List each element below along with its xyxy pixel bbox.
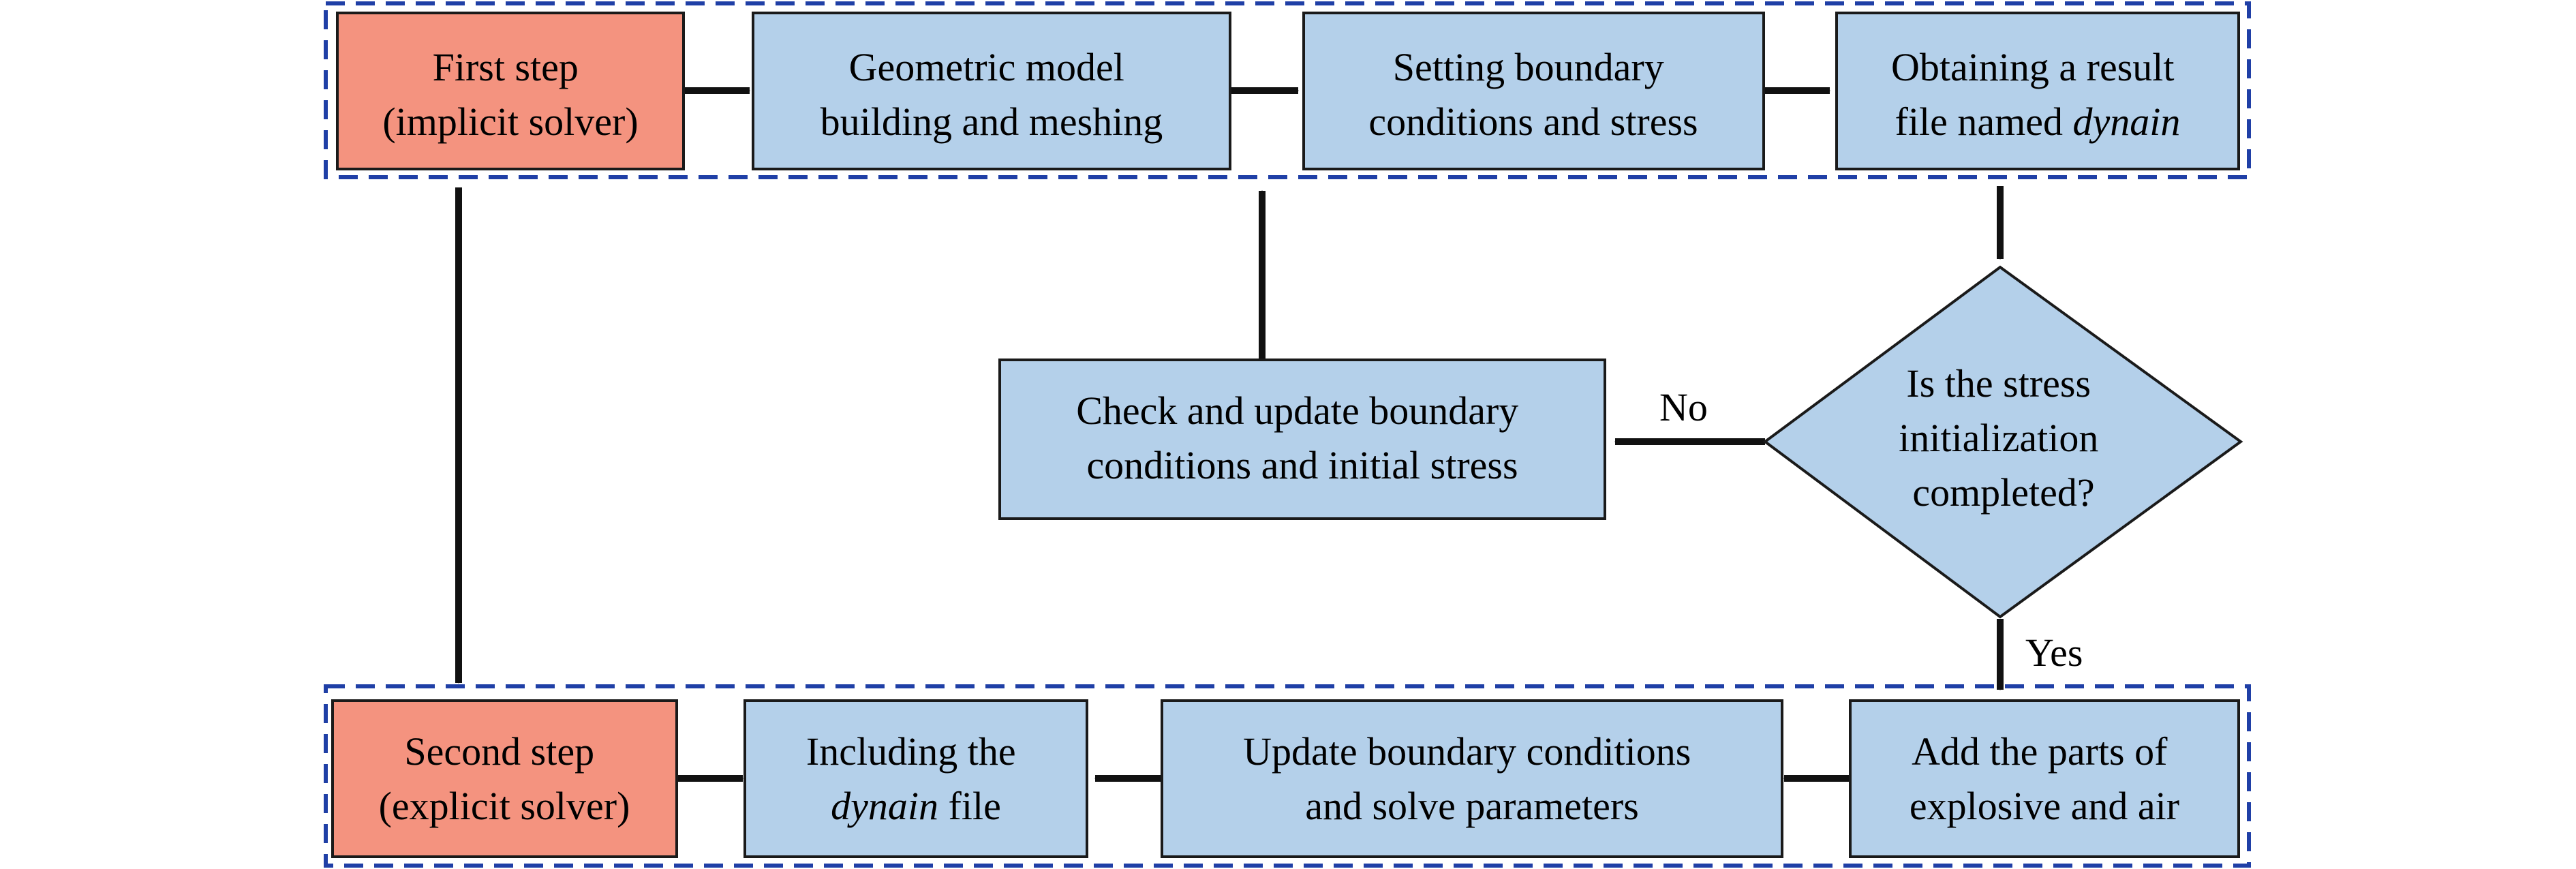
node-check-update: Check and update boundary conditions and…	[998, 359, 1606, 520]
second-step-line2: (explicit solver)	[379, 784, 630, 828]
second-step-text: Second step (explicit solver)	[379, 729, 630, 828]
including-dynain-box	[743, 699, 1088, 858]
node-add-parts: Add the parts of explosive and air	[1849, 699, 2240, 858]
obtaining-result-box	[1835, 12, 2240, 170]
add-parts-text: Add the parts of explosive and air	[1910, 729, 2179, 828]
decision-line3: completed?	[1912, 470, 2094, 515]
first-step-group-border	[324, 1, 2251, 179]
first-step-line2: (implicit solver)	[382, 100, 638, 144]
add-parts-line1: Add the parts of	[1912, 729, 2168, 774]
node-update-boundary: Update boundary conditions and solve par…	[1161, 699, 1783, 858]
decision-diamond	[1762, 265, 2243, 619]
first-step-box	[336, 12, 685, 170]
including-dynain-line2: dynain file	[831, 784, 1001, 828]
including-dynain-text: Including the dynain file	[806, 729, 1026, 828]
node-geometric-model: Geometric model building and meshing	[752, 12, 1231, 170]
geometric-model-text: Geometric model building and meshing	[821, 45, 1163, 144]
setting-boundary-box	[1302, 12, 1765, 170]
add-parts-line2: explosive and air	[1910, 784, 2179, 828]
decision-line2: initialization	[1899, 416, 2098, 460]
node-decision: Is the stress initialization completed?	[1762, 265, 2243, 619]
check-update-box	[998, 359, 1606, 520]
check-update-line2: conditions and initial stress	[1086, 443, 1518, 487]
geometric-model-box	[752, 12, 1231, 170]
update-boundary-line2: and solve parameters	[1305, 784, 1639, 828]
obtaining-result-line2: file named dynain	[1895, 100, 2181, 144]
node-first-step: First step (implicit solver)	[336, 12, 685, 170]
setting-boundary-text: Setting boundary conditions and stress	[1368, 45, 1698, 144]
geometric-model-line1: Geometric model	[849, 45, 1124, 89]
first-step-text: First step (implicit solver)	[382, 45, 638, 144]
node-second-step: Second step (explicit solver)	[331, 699, 678, 858]
check-update-line1: Check and update boundary	[1076, 388, 1518, 433]
setting-boundary-line2: conditions and stress	[1368, 100, 1698, 144]
check-update-text: Check and update boundary conditions and…	[1076, 388, 1529, 487]
decision-line1: Is the stress	[1906, 361, 2091, 406]
geometric-model-line2: building and meshing	[821, 100, 1163, 144]
update-boundary-box	[1161, 699, 1783, 858]
edges	[455, 87, 2004, 782]
setting-boundary-line1: Setting boundary	[1393, 45, 1664, 89]
node-including-dynain: Including the dynain file	[743, 699, 1088, 858]
obtaining-result-line1: Obtaining a result	[1891, 45, 2175, 89]
node-setting-boundary: Setting boundary conditions and stress	[1302, 12, 1765, 170]
second-step-line1: Second step	[404, 729, 594, 774]
update-boundary-line1: Update boundary conditions	[1243, 729, 1691, 774]
obtaining-result-line2-prefix: file named	[1895, 100, 2073, 144]
including-dynain-line2-suffix: file	[938, 784, 1001, 828]
add-parts-box	[1849, 699, 2240, 858]
first-step-line1: First step	[433, 45, 579, 89]
edge-label-no: No	[1659, 385, 1708, 429]
edge-label-yes: Yes	[2025, 630, 2083, 675]
obtaining-result-line2-filename: dynain	[2073, 100, 2181, 144]
including-dynain-line2-filename: dynain	[831, 784, 938, 828]
including-dynain-line1: Including the	[806, 729, 1016, 774]
second-step-box	[331, 699, 678, 858]
obtaining-result-text: Obtaining a result file named dynain	[1891, 45, 2184, 144]
decision-text: Is the stress initialization completed?	[1899, 361, 2109, 515]
node-obtaining-result: Obtaining a result file named dynain	[1835, 12, 2240, 170]
second-step-group-border	[324, 684, 2251, 868]
update-boundary-text: Update boundary conditions and solve par…	[1243, 729, 1701, 828]
